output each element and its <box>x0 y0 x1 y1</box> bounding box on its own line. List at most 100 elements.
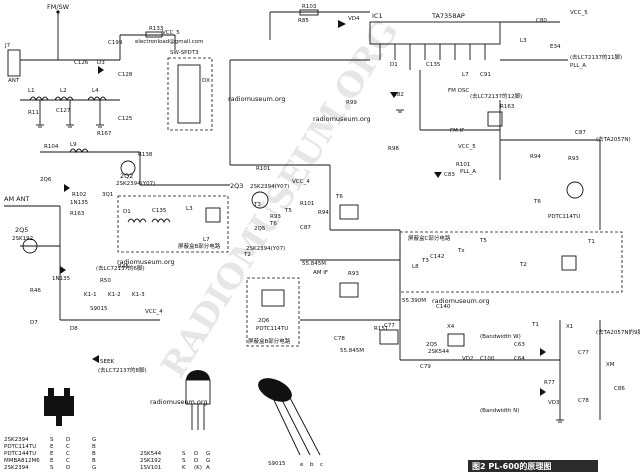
c63-label: L7 <box>462 72 469 78</box>
t1-label: C77 <box>384 323 395 329</box>
x1-label: C78 <box>334 336 345 342</box>
shield2-label: 屏蔽盒B部分电路 <box>248 337 291 345</box>
ic1-part-label: TA7358AP <box>431 12 465 20</box>
site-watermark-5: radiomuseum.org <box>150 398 208 406</box>
r102-label: 2Q6 <box>40 177 52 183</box>
c83-label: T5 <box>284 208 292 214</box>
seek-label: SEEK <box>100 359 114 365</box>
c125-label: C125 <box>118 116 133 122</box>
c34-label: C86 <box>614 386 625 392</box>
r103-label: R103 <box>302 4 317 10</box>
svg-text:2SK192: 2SK192 <box>140 458 161 464</box>
q3-part: 2SK2394(Y07) <box>250 184 289 190</box>
svg-text:D: D <box>66 437 70 443</box>
vcc4-lower: VCC_4 <box>145 309 163 315</box>
ground-symbols <box>36 109 564 423</box>
svg-text:G: G <box>92 465 96 471</box>
xm-label: XM <box>606 362 615 368</box>
t6-label: R93 <box>348 271 359 277</box>
s9015-drawing <box>258 378 321 456</box>
legend-left: 2SK2394 PDTC114TU PDTC144TU MMBA812M6 2S… <box>4 437 96 471</box>
c86-label: L3 <box>520 38 527 44</box>
svg-text:B: B <box>92 444 96 450</box>
r66-label: C142 <box>430 254 444 260</box>
l3-label: D1 <box>123 209 131 215</box>
c100-label: R99 <box>346 100 357 106</box>
fm-sw-label: FM/SW <box>47 3 70 11</box>
svg-text:E: E <box>50 451 54 457</box>
svg-text:PDTC114TU: PDTC114TU <box>4 444 36 450</box>
c127-label: C127 <box>56 108 71 114</box>
d2-part: 1N135 <box>52 276 71 282</box>
c35-label: C78 <box>578 398 589 404</box>
l8-label: R46 <box>30 288 41 294</box>
r163-label: 3Q1 <box>102 192 113 198</box>
to92-package-drawing <box>185 370 211 430</box>
vd4-label: VD4 <box>348 16 360 22</box>
c36-label: C77 <box>578 350 589 356</box>
c79-label: R98 <box>388 146 399 152</box>
caption-bar <box>468 460 598 472</box>
k2-label: K1-2 <box>108 292 121 298</box>
svg-text:2SK2394: 2SK2394 <box>4 465 29 471</box>
svg-text:G: G <box>206 458 210 464</box>
3q1-label: 2Q5 <box>15 226 28 234</box>
shield-block-b1 <box>117 195 229 253</box>
d7-label: R77 <box>544 380 555 386</box>
k1-label: K1-1 <box>84 292 97 298</box>
fm-osc-label: FM OSC <box>448 88 469 94</box>
c126-label: C126 <box>74 60 89 66</box>
svg-text:D: D <box>66 465 70 471</box>
r150-label: R45 <box>118 264 129 270</box>
k3-label: K1-3 <box>132 292 145 298</box>
svg-text:(K): (K) <box>194 465 202 471</box>
s9015-label: S9015 <box>268 461 286 467</box>
r53-label: X1 <box>566 324 573 330</box>
d1-label: R102 <box>72 192 86 198</box>
svg-text:D: D <box>194 451 198 457</box>
fm-if-label: FM IF <box>450 128 464 134</box>
q2-part: 2SK2394(Y07) <box>116 181 155 187</box>
q2-label: 2Q2 <box>120 172 133 180</box>
svg-text:B: B <box>92 458 96 464</box>
r60-label: T3 <box>421 258 429 264</box>
c77-label: D1 <box>390 62 398 68</box>
svg-text:K: K <box>182 465 186 471</box>
svg-text:C: C <box>66 444 70 450</box>
k1-switch-block <box>167 57 213 131</box>
vcc5-top-left: VCC_5 <box>162 30 180 36</box>
s9015-pin-b: b <box>310 462 314 468</box>
bandwidth-n: (Bandwidth N) <box>480 408 519 414</box>
r68-label: R94 <box>530 154 541 160</box>
r138-label: R138 <box>138 152 153 158</box>
vcc5-mid: VCC_5 <box>458 144 476 150</box>
sw-spdt-label: SW-SPDT3 <box>170 50 199 56</box>
s9015-pin-c: c <box>320 462 323 468</box>
3q1-part: 2SK192 <box>12 236 33 242</box>
svg-text:B: B <box>92 451 96 457</box>
r71-label: C87 <box>575 130 586 136</box>
am-if-label: AM IF <box>313 270 328 276</box>
site-watermark-2: radiomuseum.org <box>313 115 371 123</box>
vd3-label: C82 <box>393 92 404 98</box>
c80-label: C80 <box>536 18 547 24</box>
c81-label: R93 <box>270 214 281 220</box>
pll-a-mid: PLL_A <box>460 169 476 175</box>
j7-jack <box>7 49 21 77</box>
r99-label: T3 <box>253 202 261 208</box>
svg-text:G: G <box>206 451 210 457</box>
site-watermark-4: radiomuseum.org <box>432 297 490 305</box>
tx-label: Tx <box>457 248 465 254</box>
freq2-label: 55.390M <box>402 298 426 304</box>
2q6-part: PDTC114TU <box>256 326 288 332</box>
l4-label: L4 <box>92 88 99 94</box>
c85-label: R101 <box>456 162 470 168</box>
vcc5-top-right: VCC_5 <box>570 10 588 16</box>
lc72137-6: (去LC72137的6脚) <box>96 264 145 272</box>
x4-label: R163 <box>500 104 515 110</box>
bandwidth-w: (Bandwidth W) <box>480 334 521 340</box>
legend-mid: 2SK544 2SK192 1SV101 S D G S D G K (K) A <box>140 451 210 471</box>
r113-dx: DX <box>202 78 210 84</box>
svg-text:S: S <box>182 451 186 457</box>
